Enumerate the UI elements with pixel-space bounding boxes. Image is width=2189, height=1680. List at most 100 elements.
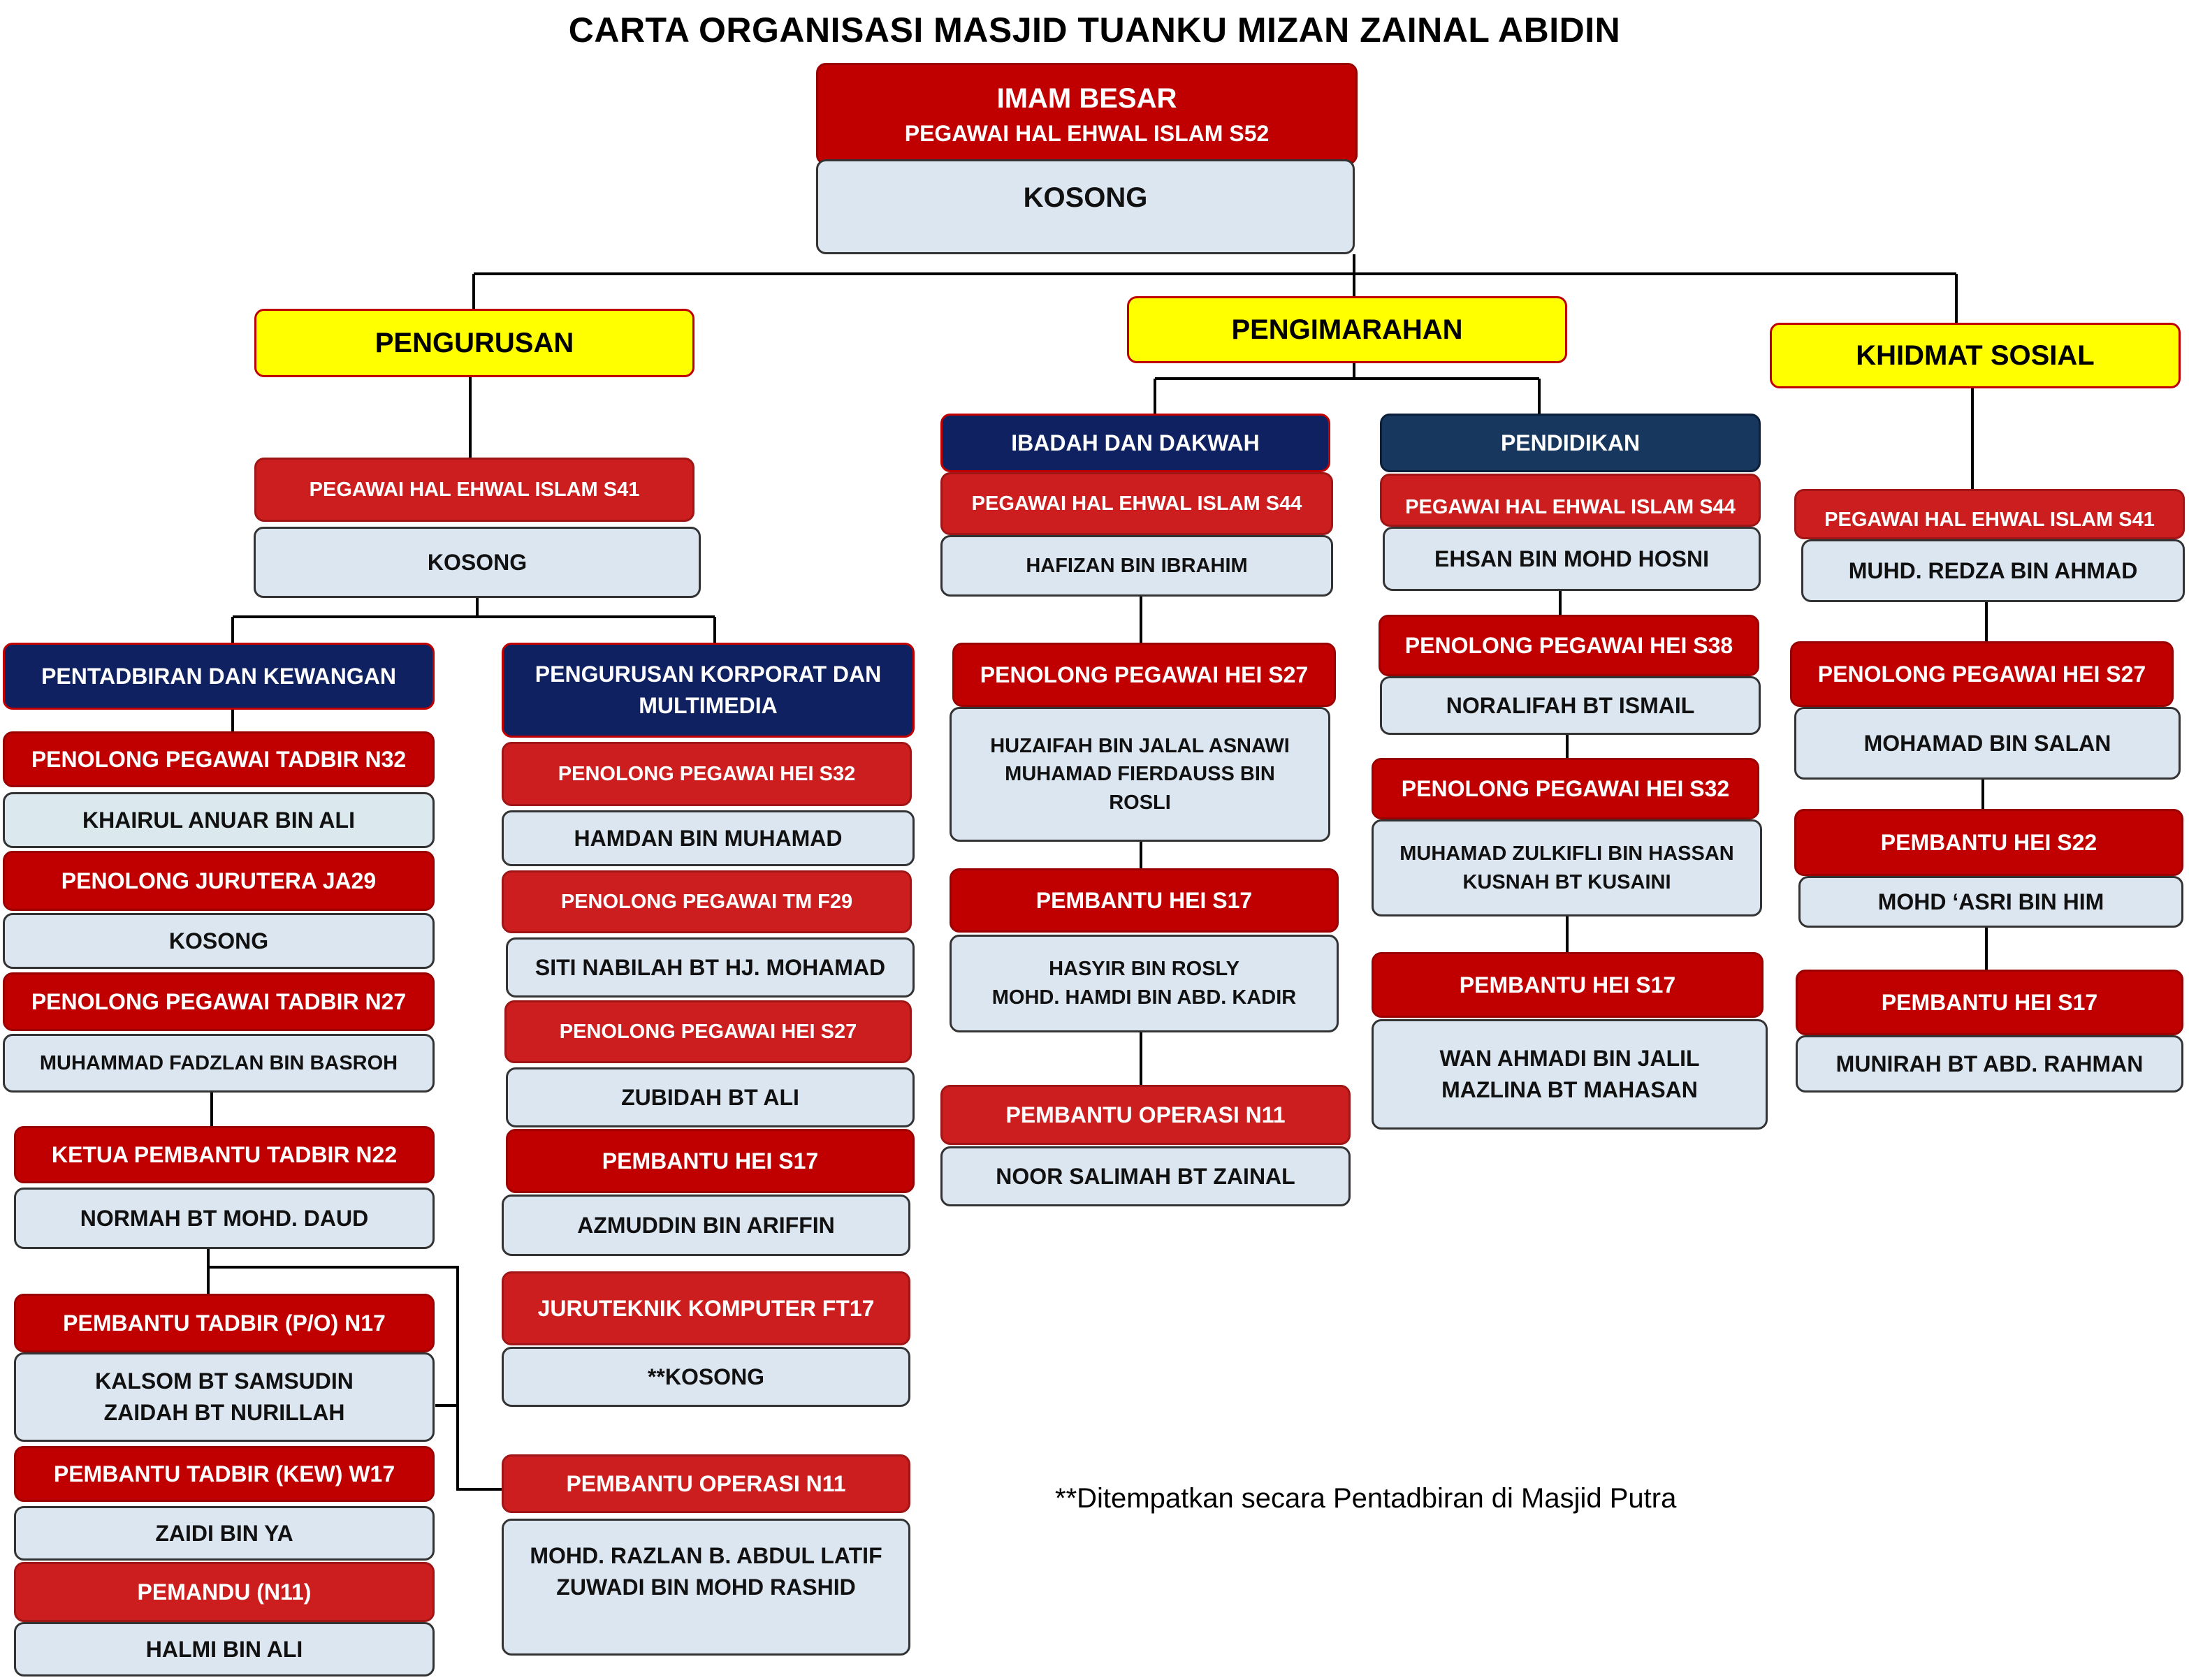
post-card-title: PEMBANTU HEI S22: [1794, 809, 2183, 876]
post-card-title: PENOLONG PEGAWAI TADBIR N32: [3, 731, 435, 787]
post-title: PENOLONG PEGAWAI HEI S27: [980, 662, 1309, 687]
division-pengurusan: PENGURUSAN: [254, 309, 694, 377]
post-title: PENOLONG PEGAWAI TADBIR N32: [31, 746, 407, 772]
post-card-title: PEMBANTU TADBIR (KEW) W17: [14, 1446, 435, 1502]
unit-pentadbiran-label: PENTADBIRAN DAN KEWANGAN: [41, 663, 396, 689]
unit-korporat-multimedia: PENGURUSAN KORPORAT DAN MULTIMEDIA: [502, 643, 915, 738]
post-card-title: PEMANDU (N11): [14, 1562, 435, 1622]
holder-name: KALSOM BT SAMSUDIN: [95, 1368, 354, 1394]
post-holder: MOHD ‘ASRI BIN HIM: [1798, 876, 2183, 928]
post-holder: MOHD. RAZLAN B. ABDUL LATIF ZUWADI BIN M…: [502, 1519, 910, 1656]
post-title: KETUA PEMBANTU TADBIR N22: [51, 1141, 398, 1167]
post-title: PENOLONG PEGAWAI TM F29: [560, 890, 853, 913]
imam-besar-holder-text: KOSONG: [1023, 182, 1148, 213]
post-title: PENOLONG JURUTERA JA29: [61, 868, 377, 893]
post-card-title: KETUA PEMBANTU TADBIR N22: [14, 1126, 435, 1183]
post-title: JURUTEKNIK KOMPUTER FT17: [537, 1295, 875, 1321]
post-holder: MOHAMAD BIN SALAN: [1794, 707, 2181, 780]
holder-name: ROSLI: [1109, 791, 1171, 814]
post-title: PEMBANTU HEI S17: [602, 1148, 819, 1174]
holder-name: EHSAN BIN MOHD HOSNI: [1434, 546, 1709, 571]
post-card-title: PENOLONG PEGAWAI HEI S27: [1790, 641, 2174, 707]
holder-name: NORMAH BT MOHD. DAUD: [80, 1205, 369, 1231]
holder-name: HAMDAN BIN MUHAMAD: [574, 825, 843, 851]
post-card-title: PEMBANTU HEI S17: [1372, 952, 1763, 1018]
holder-name: HASYIR BIN ROSLY: [1049, 958, 1239, 981]
post-title: PEGAWAI HAL EHWAL ISLAM S44: [1405, 496, 1736, 519]
holder-name: WAN AHMADI BIN JALIL: [1439, 1046, 1700, 1072]
post-holder: MUHAMMAD FADZLAN BIN BASROH: [3, 1034, 435, 1093]
post-holder: HASYIR BIN ROSLY MOHD. HAMDI BIN ABD. KA…: [950, 935, 1339, 1032]
post-card-title: PEGAWAI HAL EHWAL ISLAM S44: [1380, 474, 1761, 527]
pengurusan-head-holder-text: KOSONG: [427, 549, 528, 575]
unit-korporat-label-line: PENGURUSAN KORPORAT DAN: [534, 662, 882, 687]
post-card-title: PENOLONG PEGAWAI HEI S32: [1372, 758, 1759, 819]
post-holder: HUZAIFAH BIN JALAL ASNAWI MUHAMAD FIERDA…: [950, 707, 1330, 842]
holder-name: AZMUDDIN BIN ARIFFIN: [577, 1212, 835, 1238]
post-title: PEMBANTU HEI S17: [1035, 887, 1253, 913]
post-title: PENOLONG PEGAWAI TADBIR N27: [31, 988, 407, 1014]
post-card-title: PENOLONG PEGAWAI HEI S38: [1379, 615, 1759, 676]
pengurusan-head-post: PEGAWAI HAL EHWAL ISLAM S41: [254, 458, 694, 522]
division-pengimarahan-label: PENGIMARAHAN: [1231, 314, 1463, 345]
holder-name: HALMI BIN ALI: [145, 1636, 303, 1662]
post-holder: MUNIRAH BT ABD. RAHMAN: [1796, 1035, 2183, 1093]
holder-name: HAFIZAN BIN IBRAHIM: [1026, 554, 1248, 577]
unit-pendidikan: PENDIDIKAN: [1380, 414, 1761, 472]
post-card-title: PEMBANTU OPERASI N11: [502, 1454, 910, 1513]
post-card-title: PEGAWAI HAL EHWAL ISLAM S44: [940, 472, 1333, 535]
unit-pendidikan-label: PENDIDIKAN: [1500, 430, 1641, 455]
imam-besar-grade: PEGAWAI HAL EHWAL ISLAM S52: [904, 120, 1270, 146]
post-title: PEMBANTU OPERASI N11: [1005, 1102, 1286, 1127]
holder-name: MUHAMAD FIERDAUSS BIN: [1005, 763, 1275, 786]
holder-name: MUHAMAD ZULKIFLI BIN HASSAN: [1399, 842, 1734, 865]
pengurusan-head-holder: KOSONG: [254, 527, 701, 598]
pengurusan-head-post-label: PEGAWAI HAL EHWAL ISLAM S41: [309, 478, 640, 501]
post-title: PEMBANTU HEI S17: [1881, 989, 2098, 1015]
division-pengimarahan: PENGIMARAHAN: [1127, 296, 1567, 363]
imam-besar-holder: KOSONG: [816, 159, 1355, 254]
holder-name: MOHD. RAZLAN B. ABDUL LATIF: [530, 1543, 882, 1568]
post-holder: ZAIDI BIN YA: [14, 1506, 435, 1561]
post-holder: **KOSONG: [502, 1347, 910, 1407]
post-card-title: PEMBANTU TADBIR (P/O) N17: [14, 1294, 435, 1352]
post-card-title: PENOLONG PEGAWAI HEI S27: [952, 643, 1336, 707]
post-holder: HAFIZAN BIN IBRAHIM: [940, 535, 1333, 597]
post-title: PEMANDU (N11): [137, 1579, 312, 1605]
unit-pentadbiran-kewangan: PENTADBIRAN DAN KEWANGAN: [3, 643, 435, 710]
holder-name: HUZAIFAH BIN JALAL ASNAWI: [990, 734, 1290, 757]
post-title: PENOLONG PEGAWAI HEI S27: [1817, 661, 2146, 687]
post-title: PEMBANTU OPERASI N11: [566, 1470, 846, 1496]
holder-name: **KOSONG: [647, 1364, 765, 1389]
post-card-title: PENOLONG JURUTERA JA29: [3, 851, 435, 911]
imam-besar-post: IMAM BESAR PEGAWAI HAL EHWAL ISLAM S52: [816, 63, 1358, 165]
post-holder: MUHD. REDZA BIN AHMAD: [1801, 539, 2185, 602]
holder-name: MUHAMMAD FADZLAN BIN BASROH: [39, 1051, 398, 1074]
post-holder: AZMUDDIN BIN ARIFFIN: [502, 1195, 910, 1256]
post-card-title: PENOLONG PEGAWAI TM F29: [502, 870, 912, 933]
post-card-title: PENOLONG PEGAWAI HEI S27: [504, 1000, 912, 1063]
post-holder: NORMAH BT MOHD. DAUD: [14, 1188, 435, 1249]
post-holder: MUHAMAD ZULKIFLI BIN HASSAN KUSNAH BT KU…: [1372, 819, 1762, 916]
post-card-title: JURUTEKNIK KOMPUTER FT17: [502, 1271, 910, 1345]
division-khidmat-sosial: KHIDMAT SOSIAL: [1770, 323, 2181, 388]
post-card-title: PEGAWAI HAL EHWAL ISLAM S41: [1794, 489, 2185, 539]
imam-besar-title: IMAM BESAR: [996, 82, 1177, 114]
division-khidmat-sosial-label: KHIDMAT SOSIAL: [1856, 340, 2095, 371]
post-card-title: PENOLONG PEGAWAI TADBIR N27: [3, 972, 435, 1031]
holder-name: NOOR SALIMAH BT ZAINAL: [996, 1163, 1295, 1189]
post-card-title: PEMBANTU HEI S17: [1796, 970, 2183, 1035]
post-holder: EHSAN BIN MOHD HOSNI: [1383, 527, 1761, 591]
holder-name: ZAIDAH BT NURILLAH: [103, 1400, 345, 1425]
page-title: CARTA ORGANISASI MASJID TUANKU MIZAN ZAI…: [568, 10, 1621, 50]
post-holder: HALMI BIN ALI: [14, 1622, 435, 1677]
holder-name: MOHD. HAMDI BIN ABD. KADIR: [991, 986, 1297, 1009]
holder-name: NORALIFAH BT ISMAIL: [1446, 692, 1695, 718]
footnote: **Ditempatkan secara Pentadbiran di Masj…: [1055, 1483, 1677, 1514]
post-title: PENOLONG PEGAWAI HEI S32: [558, 762, 856, 785]
holder-name: KUSNAH BT KUSAINI: [1462, 870, 1671, 893]
holder-name: KOSONG: [168, 928, 269, 954]
post-title: PEGAWAI HAL EHWAL ISLAM S44: [971, 492, 1302, 515]
unit-korporat-label-line: MULTIMEDIA: [639, 693, 778, 718]
